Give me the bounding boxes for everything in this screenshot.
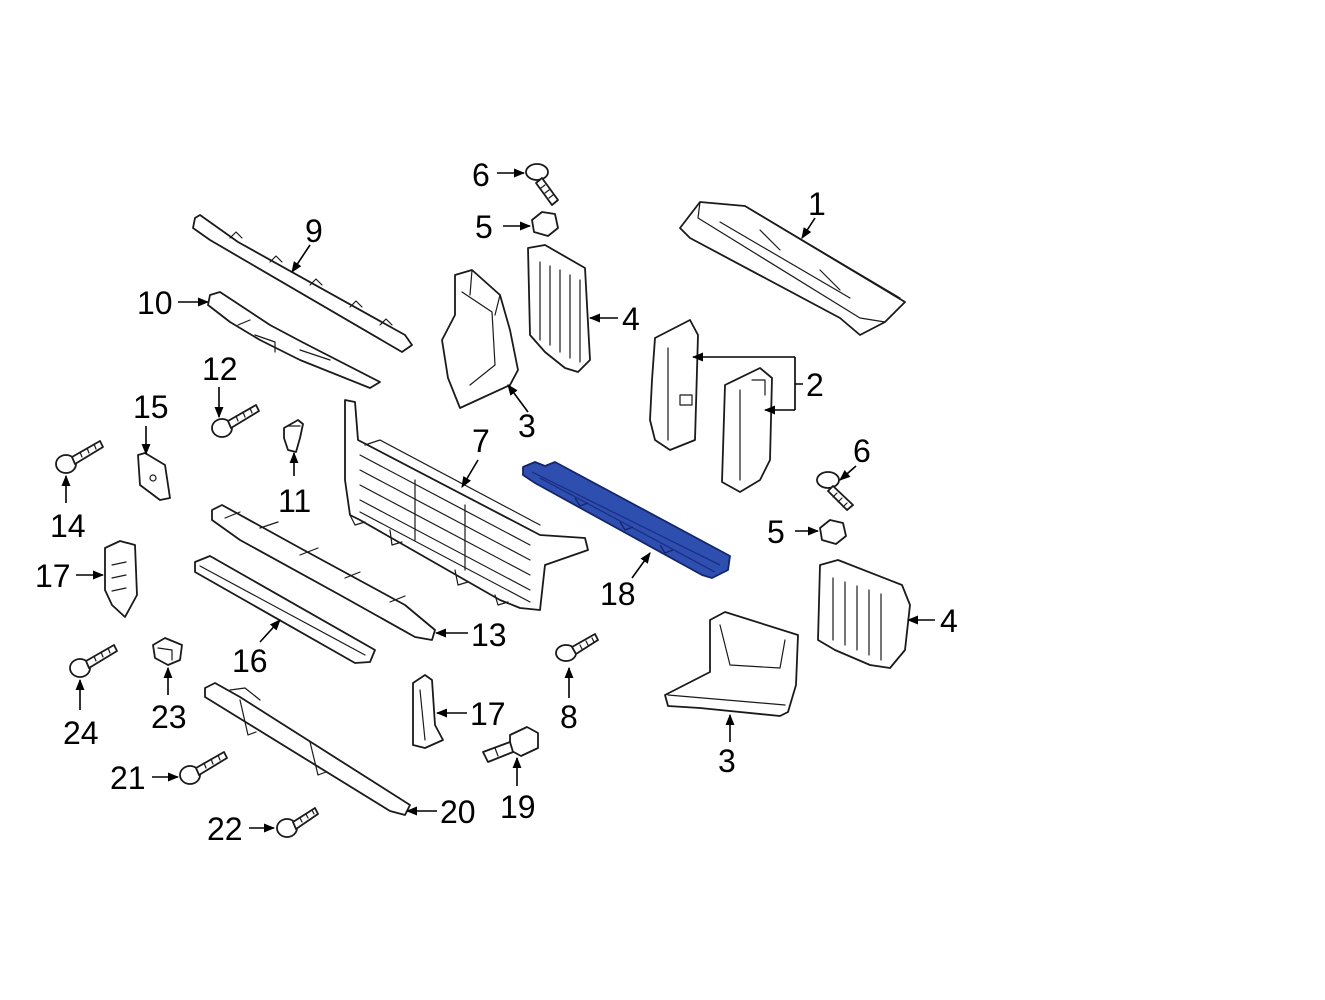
part-3-lower-air-duct	[664, 611, 799, 717]
callout-8: 8	[560, 699, 578, 735]
leader-1	[801, 217, 816, 239]
part-20-lower-support	[204, 682, 411, 816]
part-5-lower-clip	[819, 519, 847, 545]
callout-17-left: 17	[35, 558, 71, 594]
callout-20: 20	[440, 794, 476, 830]
leader-16	[259, 619, 281, 643]
part-9-upper-air-guide	[192, 214, 413, 353]
part-22-screw	[276, 807, 319, 838]
callout-6-lower: 6	[853, 433, 871, 469]
callout-11: 11	[278, 483, 311, 519]
part-1-upper-air-deflector	[679, 201, 906, 336]
callout-12: 12	[202, 351, 238, 387]
part-8-screw	[555, 633, 599, 662]
part-2-side-brackets	[649, 319, 773, 493]
part-15-bracket-plate	[137, 452, 171, 501]
callout-2: 2	[806, 367, 824, 403]
part-7-grille-frame	[344, 399, 589, 611]
callout-15: 15	[133, 389, 169, 425]
leader-6b	[839, 465, 857, 481]
part-19-sensor	[482, 726, 539, 763]
leader-2-bracket	[794, 357, 803, 410]
callout-4-lower: 4	[940, 603, 958, 639]
part-5-upper-clip	[531, 211, 559, 237]
part-11-clip-nut	[283, 419, 304, 453]
callout-4-upper: 4	[622, 301, 640, 337]
part-6-lower-bolt	[816, 471, 854, 511]
callout-5-upper: 5	[475, 209, 493, 245]
callout-13: 13	[471, 617, 507, 653]
part-17-right-side-seal	[412, 674, 444, 749]
callout-5-lower: 5	[767, 514, 785, 550]
callout-17-right: 17	[470, 696, 506, 732]
part-16-lower-air-guide	[194, 555, 376, 664]
leader-7	[461, 459, 479, 488]
callout-7: 7	[472, 423, 490, 459]
callout-23: 23	[151, 699, 187, 735]
part-18-body	[522, 461, 731, 579]
callout-9: 9	[305, 213, 323, 249]
callout-3-lower: 3	[718, 743, 736, 779]
part-6-upper-bolt	[525, 163, 559, 206]
callout-14: 14	[50, 508, 86, 544]
callout-1: 1	[808, 186, 826, 222]
callout-24: 24	[63, 715, 99, 751]
callout-21: 21	[110, 760, 146, 796]
part-3-upper-air-duct	[441, 269, 519, 409]
part-13-lower-deflector	[211, 504, 436, 641]
callout-16: 16	[232, 643, 268, 679]
part-21-bolt	[179, 751, 228, 785]
part-14-bolt	[55, 440, 104, 474]
part-4-lower-shutter	[817, 559, 911, 669]
part-10-air-guide	[207, 291, 381, 389]
part-12-bolt	[211, 404, 260, 438]
part-17-left-side-seal	[104, 540, 138, 618]
leader-9	[291, 244, 311, 273]
part-4-upper-shutter	[527, 244, 591, 373]
leader-18	[631, 552, 651, 579]
callout-18: 18	[600, 576, 636, 612]
callout-19: 19	[500, 789, 536, 825]
leader-3a	[507, 384, 529, 413]
callout-6-upper: 6	[472, 157, 490, 193]
part-24-bolt	[69, 644, 118, 678]
part-18-highlighted-air-deflector	[522, 461, 731, 579]
callout-10: 10	[137, 285, 173, 321]
callout-3-upper: 3	[518, 408, 536, 444]
part-23-nut	[152, 637, 183, 666]
callout-22: 22	[207, 811, 243, 847]
